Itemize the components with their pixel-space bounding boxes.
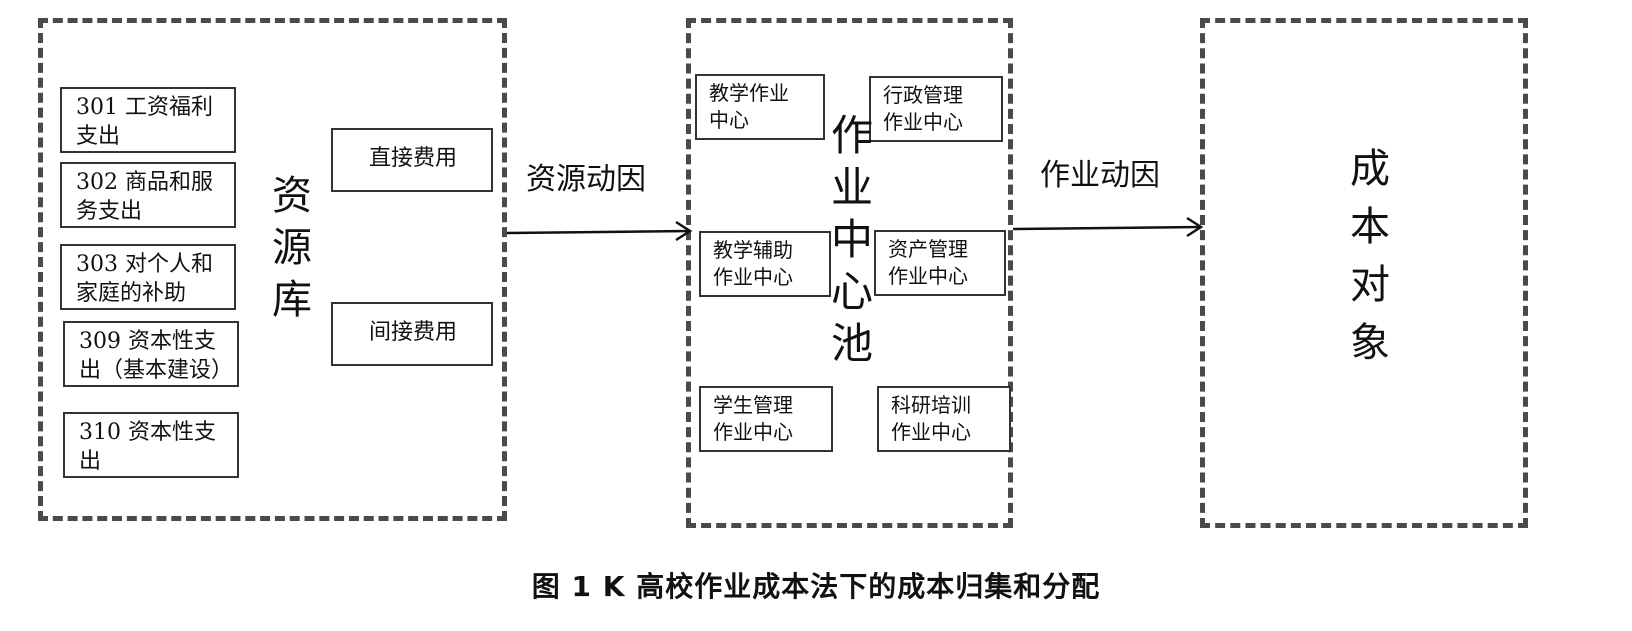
figure-caption: 图 1 K 高校作业成本法下的成本归集和分配: [531, 570, 1101, 603]
resource-item-301: 301 工资福利 支出: [60, 87, 236, 153]
cost-object-label: 成 本 对 象: [1350, 146, 1390, 366]
teaching-center-box: 教学作业 中心: [695, 74, 825, 140]
resource-driver-label: 资源动因: [526, 162, 646, 197]
resource-driver-arrow: [506, 229, 691, 235]
resource-driver-arrowhead: [675, 220, 693, 242]
admin-center-box: 行政管理 作业中心: [869, 76, 1003, 142]
resource-item-310: 310 资本性支 出: [63, 412, 239, 478]
resource-item-303: 303 对个人和 家庭的补助: [60, 244, 236, 310]
direct-cost-box: 直接费用: [331, 128, 493, 192]
research-center-box: 科研培训 作业中心: [877, 386, 1011, 452]
resource-item-309: 309 资本性支 出（基本建设）: [63, 321, 239, 387]
teaching-aux-center-box: 教学辅助 作业中心: [699, 231, 831, 297]
activity-pool-group: [686, 18, 1013, 528]
resource-pool-group: [38, 18, 507, 521]
resource-pool-label: 资 源 库: [272, 173, 312, 323]
activity-driver-arrowhead: [1186, 216, 1204, 238]
activity-driver-label: 作业动因: [1040, 158, 1160, 193]
activity-driver-arrow: [1012, 225, 1202, 231]
activity-pool-label: 作 业 中 心 池: [830, 111, 873, 368]
resource-item-302: 302 商品和服 务支出: [60, 162, 236, 228]
indirect-cost-box: 间接费用: [331, 302, 493, 366]
student-center-box: 学生管理 作业中心: [699, 386, 833, 452]
asset-center-box: 资产管理 作业中心: [874, 230, 1006, 296]
cost-object-group: [1200, 18, 1528, 528]
